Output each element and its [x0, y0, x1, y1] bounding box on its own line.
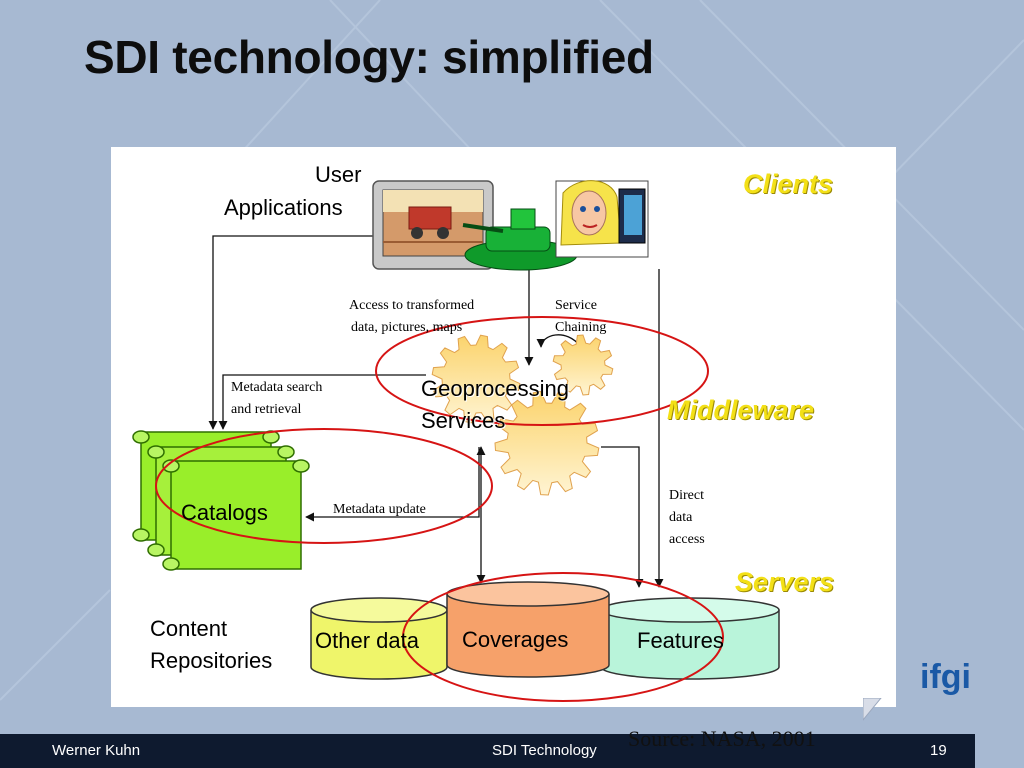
- other-data-label: Other data: [315, 628, 419, 653]
- geoprocessing-line2: Services: [421, 408, 506, 433]
- user-applications-monitor: [372, 180, 494, 270]
- footer-page-number: 19: [930, 742, 947, 759]
- connector-lines: [208, 235, 664, 588]
- access-transformed-line2: data, pictures, maps: [351, 320, 463, 335]
- catalogs-label: Catalogs: [181, 500, 268, 525]
- features-label: Features: [637, 628, 724, 653]
- user-applications-line1: User: [315, 162, 362, 187]
- direct-access-line2: data: [669, 510, 693, 525]
- content-repositories-line1: Content: [150, 616, 228, 641]
- page-curl-corner: [863, 698, 882, 721]
- features-database-icon: [600, 597, 780, 680]
- highlight-ellipses: [155, 316, 724, 702]
- tier-label-servers: Servers: [735, 567, 835, 597]
- military-vehicle-icon: [462, 208, 578, 271]
- sdi-diagram: Clients Middleware Servers User Applicat…: [111, 147, 896, 707]
- footer-author: Werner Kuhn: [52, 742, 141, 759]
- ifgi-logo: ifgi: [920, 658, 971, 696]
- user-applications-line2: Applications: [224, 195, 343, 220]
- metadata-search-line1: Metadata search: [231, 380, 323, 395]
- direct-access-line3: access: [669, 532, 705, 547]
- catalogs-scrolls-icon: [132, 430, 310, 571]
- source-citation: Source: NASA, 2001: [628, 726, 816, 751]
- tier-label-clients: Clients: [743, 169, 834, 199]
- metadata-update-label: Metadata update: [333, 502, 426, 517]
- geoprocessing-gears-icon: [431, 334, 614, 496]
- geoprocessing-line1: Geoprocessing: [421, 376, 569, 401]
- tier-label-middleware: Middleware: [667, 395, 815, 425]
- coverages-database-icon: [446, 581, 610, 678]
- coverages-label: Coverages: [462, 627, 569, 652]
- footer-topic: SDI Technology: [492, 742, 597, 759]
- direct-access-line1: Direct: [669, 488, 704, 503]
- metadata-search-line2: and retrieval: [231, 402, 302, 417]
- service-chaining-line1: Service: [555, 298, 597, 313]
- slide-title: SDI technology: simplified: [84, 31, 654, 83]
- user-at-computer-icon: [555, 180, 649, 258]
- access-transformed-line1: Access to transformed: [349, 298, 475, 313]
- content-repositories-line2: Repositories: [150, 648, 273, 673]
- footer-bar: Werner Kuhn SDI Technology 19: [0, 734, 975, 768]
- service-chaining-line2: Chaining: [555, 320, 607, 335]
